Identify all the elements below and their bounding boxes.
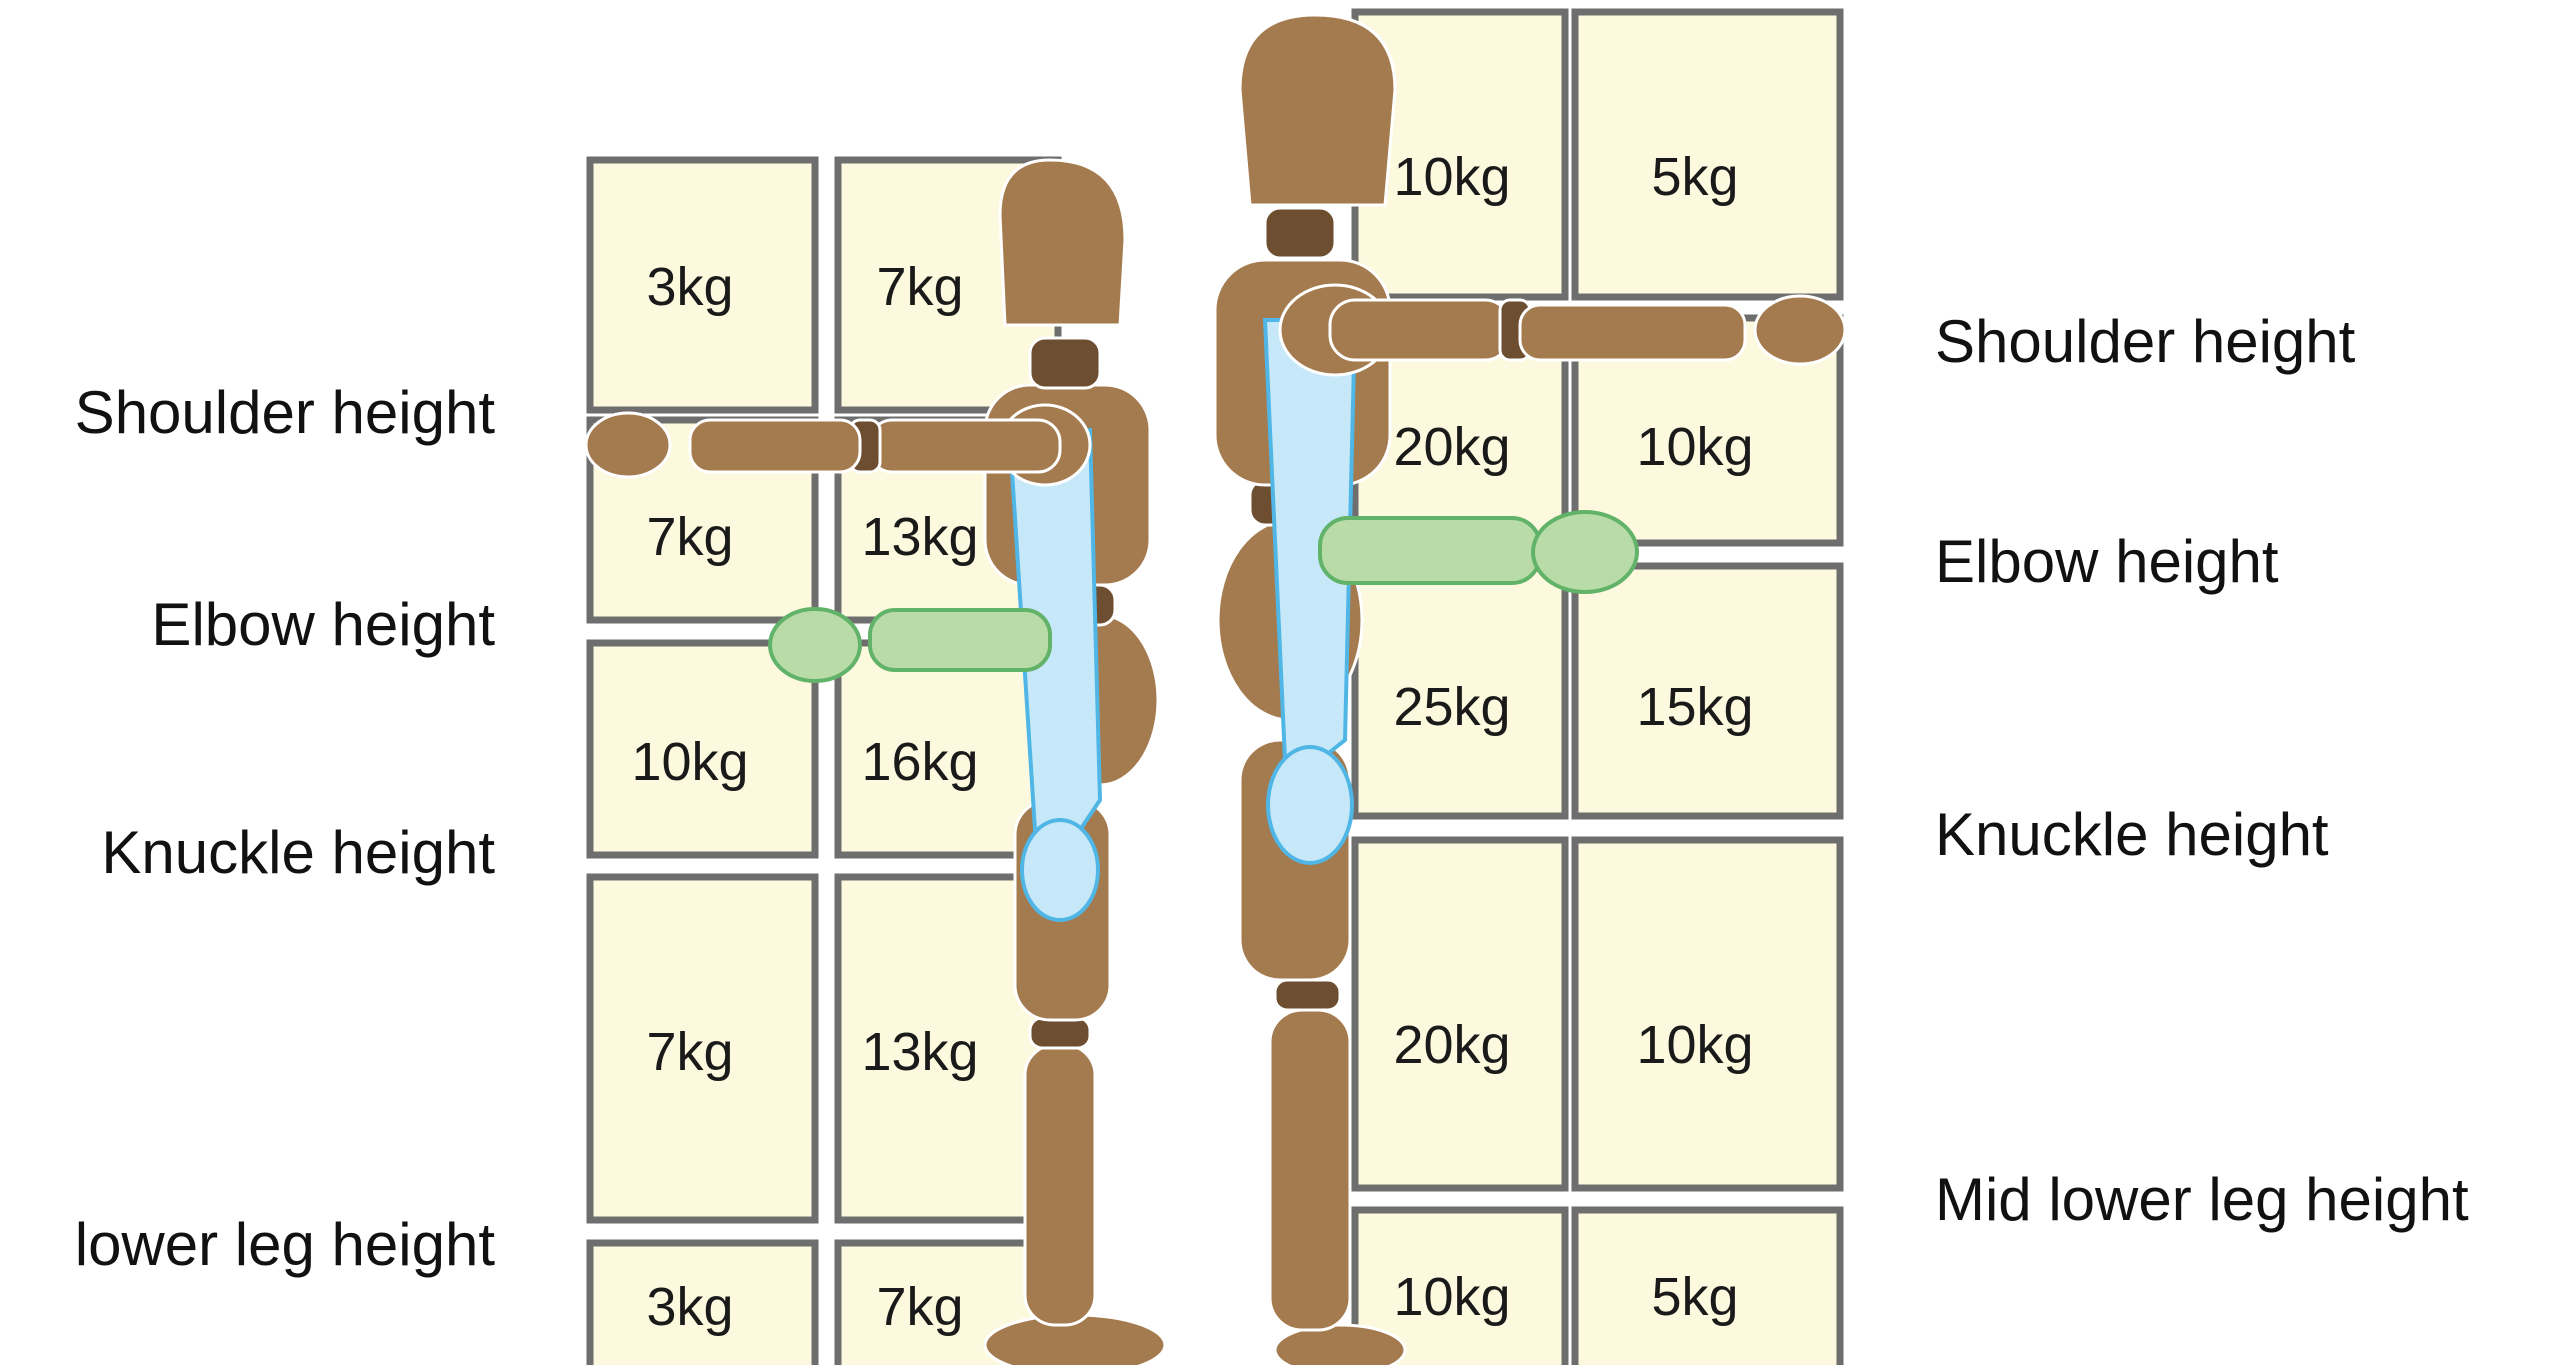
left-weight-r4c2: 13kg <box>861 1022 978 1082</box>
left-weight-r2c2: 13kg <box>861 507 978 567</box>
left-label-shoulder-height: Shoulder height <box>75 379 496 446</box>
right-weight-r4c2: 10kg <box>1636 1015 1753 1075</box>
right-zone-r4c1 <box>1355 840 1565 1188</box>
right-label-mid-lower-leg-height: Mid lower leg height <box>1935 1166 2469 1233</box>
left-height-labels: Shoulder height Elbow height Knuckle hei… <box>75 379 496 1278</box>
left-weight-r1c2: 7kg <box>876 257 963 317</box>
left-weight-r1c1: 3kg <box>646 257 733 317</box>
left-weight-r5c2: 7kg <box>876 1277 963 1337</box>
right-weight-r1c2: 5kg <box>1651 147 1738 207</box>
left-weight-r3c1: 10kg <box>631 732 748 792</box>
left-label-knuckle-height: Knuckle height <box>101 819 495 886</box>
right-weight-r2c1: 20kg <box>1393 417 1510 477</box>
right-label-shoulder-height: Shoulder height <box>1935 308 2356 375</box>
right-weight-r3c1: 25kg <box>1393 677 1510 737</box>
left-label-elbow-height: Elbow height <box>151 591 495 658</box>
right-weight-r4c1: 20kg <box>1393 1015 1510 1075</box>
right-weight-r3c2: 15kg <box>1636 677 1753 737</box>
right-height-labels: Shoulder height Elbow height Knuckle hei… <box>1935 308 2469 1233</box>
left-weight-r3c2: 16kg <box>861 732 978 792</box>
right-weight-r5c1: 10kg <box>1393 1267 1510 1327</box>
right-weight-r2c2: 10kg <box>1636 417 1753 477</box>
left-label-lower-leg-height: lower leg height <box>75 1211 496 1278</box>
right-zone-r4c2 <box>1575 840 1840 1188</box>
right-weight-r5c2: 5kg <box>1651 1267 1738 1327</box>
left-weight-r2c1: 7kg <box>646 507 733 567</box>
right-label-knuckle-height: Knuckle height <box>1935 801 2329 868</box>
right-label-elbow-height: Elbow height <box>1935 528 2279 595</box>
left-weight-r5c1: 3kg <box>646 1277 733 1337</box>
right-weight-r1c1: 10kg <box>1393 147 1510 207</box>
left-weight-r4c1: 7kg <box>646 1022 733 1082</box>
